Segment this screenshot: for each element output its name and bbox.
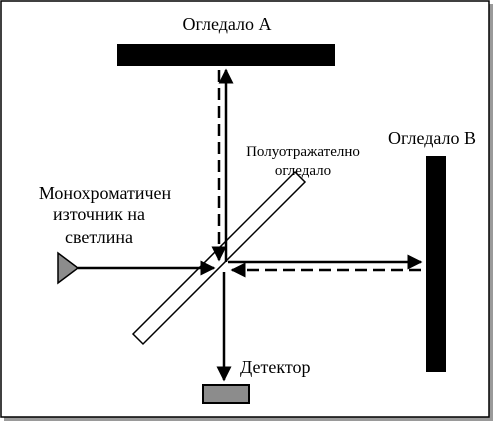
source-label-1: Монохроматичен xyxy=(39,183,172,203)
mirror-a-label: Огледало А xyxy=(183,14,272,34)
mirror-b-label: Огледало В xyxy=(388,128,476,148)
source-label-2: източник на xyxy=(53,204,145,224)
mirror-a xyxy=(117,44,335,66)
half-mirror-label-2: огледало xyxy=(275,163,331,179)
mirror-b xyxy=(426,156,446,372)
source-label-3: светлина xyxy=(65,227,133,247)
detector-icon xyxy=(202,384,250,404)
light-source-icon xyxy=(57,251,80,285)
detector-label: Детектор xyxy=(240,357,310,377)
half-mirror-label-1: Полуотражателно xyxy=(246,144,360,160)
